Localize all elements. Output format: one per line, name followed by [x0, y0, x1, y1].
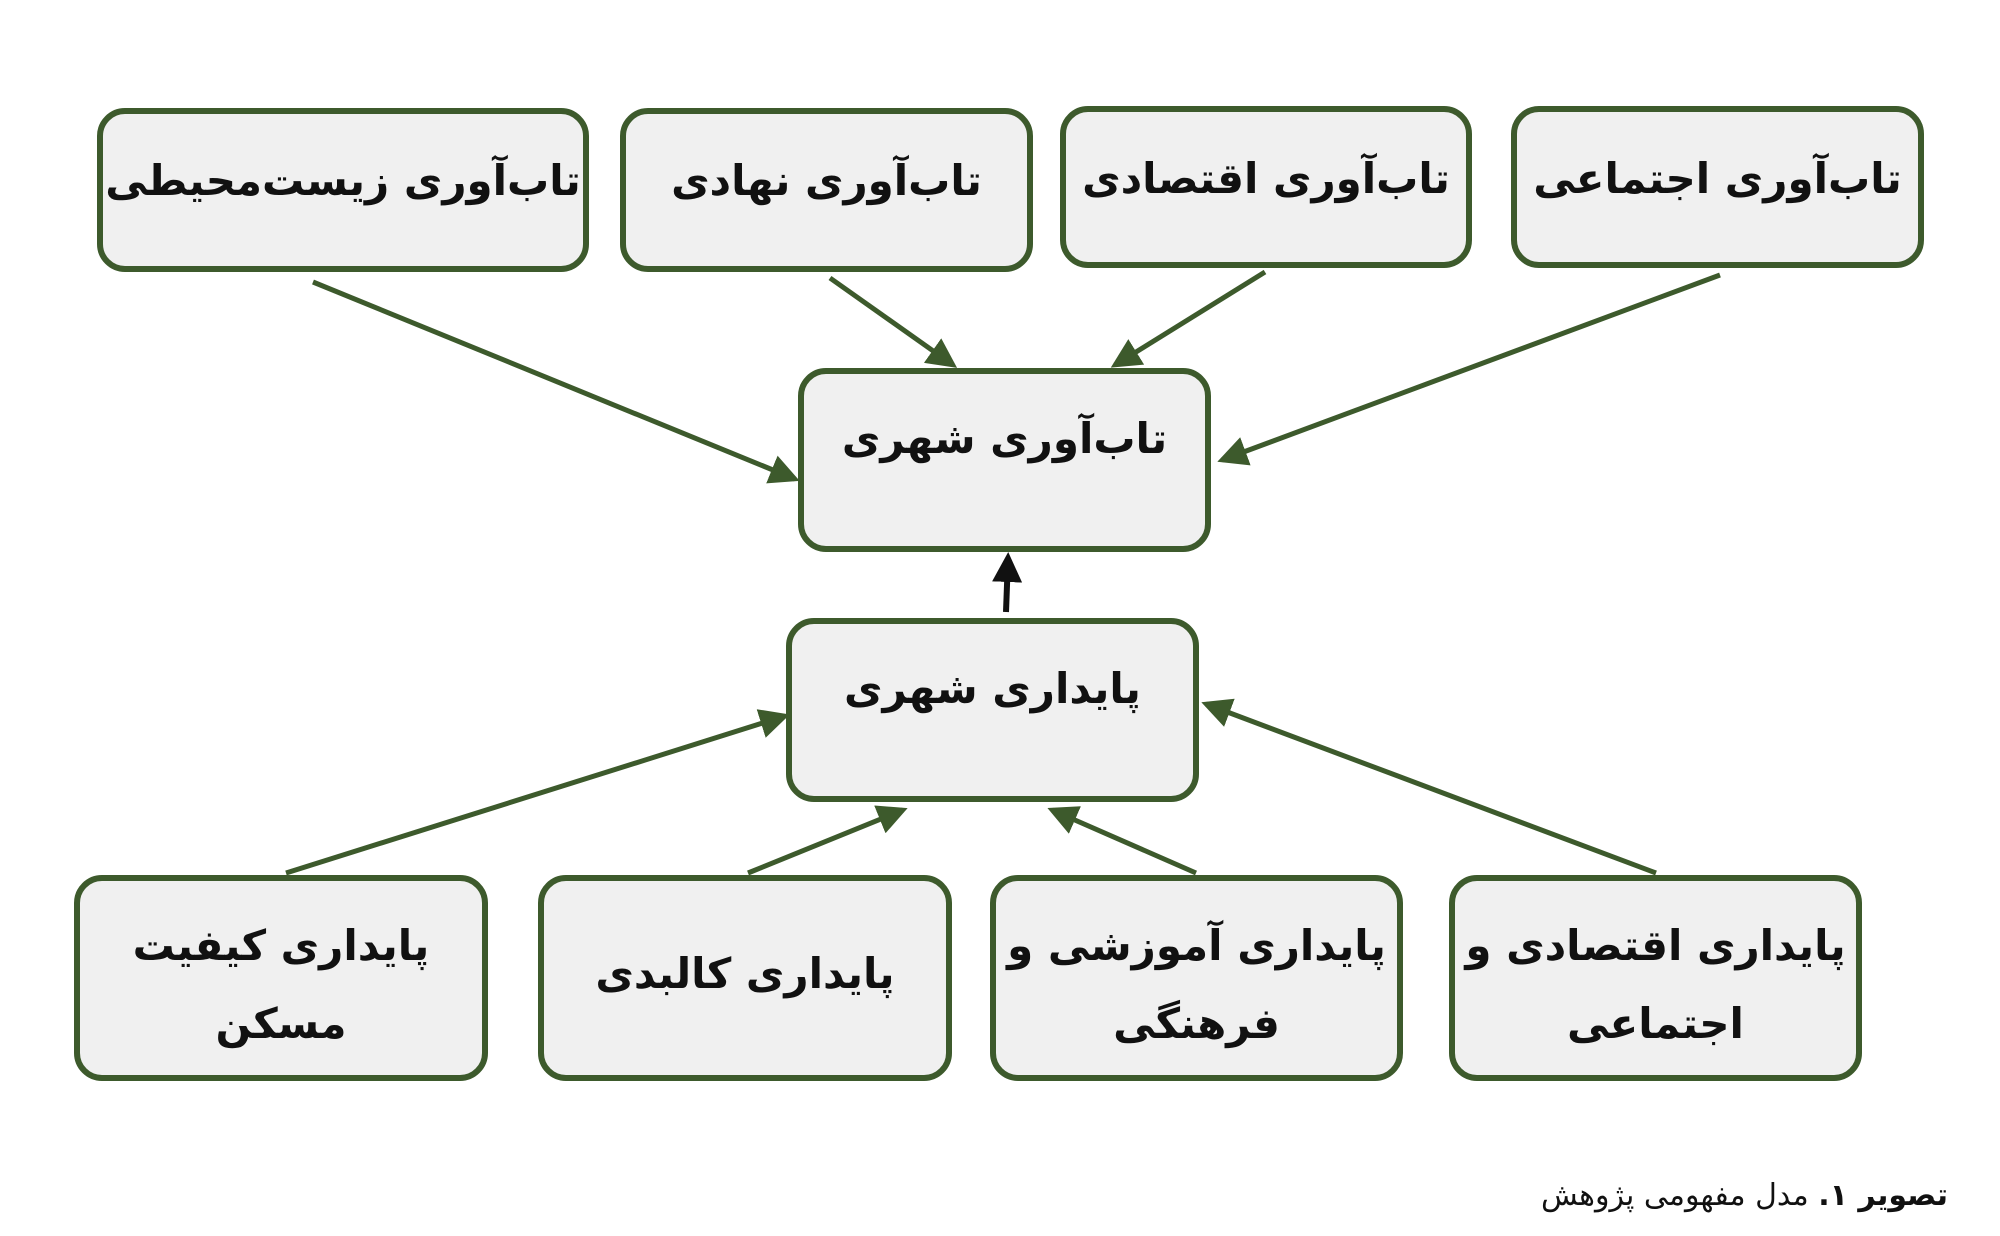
caption-figure-label: تصویر ۱.	[1818, 1178, 1948, 1213]
arrow-institutional-to-resilience	[828, 275, 958, 368]
urban-sustainability-label: پایداری شهری	[844, 664, 1141, 713]
social-resilience-label: تاب‌آوری اجتماعی	[1533, 154, 1902, 203]
caption-text: مدل مفهومی پژوهش	[1540, 1178, 1819, 1213]
environmental-resilience-box: تاب‌آوری زیست‌محیطی	[97, 108, 589, 272]
arrow-economic-to-resilience	[1110, 269, 1267, 368]
socioeconomic-sustainability-line2: اجتماعی	[1567, 999, 1744, 1048]
educational-cultural-sustainability-line1: پایداری آموزشی و	[1007, 921, 1386, 970]
housing-quality-sustainability-line1: پایداری کیفیت	[132, 921, 430, 970]
physical-sustainability-line1: پایداری کالبدی	[595, 949, 895, 998]
arrow-sustainability-to-resilience	[992, 552, 1023, 613]
physical-sustainability-box: پایداری کالبدی	[538, 875, 952, 1081]
arrow-env-to-resilience	[312, 279, 800, 484]
environmental-resilience-label: تاب‌آوری زیست‌محیطی	[105, 156, 581, 205]
housing-quality-sustainability-line2: مسکن	[215, 999, 347, 1048]
urban-resilience-label: تاب‌آوری شهری	[841, 414, 1168, 463]
arrow-physical-to-sustainability	[747, 805, 908, 876]
socioeconomic-sustainability-line1: پایداری اقتصادی و	[1465, 921, 1846, 970]
economic-resilience-label: تاب‌آوری اقتصادی	[1082, 154, 1450, 203]
urban-sustainability-box: پایداری شهری	[786, 618, 1199, 802]
institutional-resilience-box: تاب‌آوری نهادی	[620, 108, 1033, 272]
arrow-socioeconomic-to-sustainability	[1201, 698, 1657, 876]
socioeconomic-sustainability-box: پایداری اقتصادی و اجتماعی	[1449, 875, 1862, 1081]
arrow-educational-to-sustainability	[1047, 806, 1198, 876]
figure-caption: تصویر ۱. مدل مفهومی پژوهش	[1541, 1178, 1948, 1213]
arrow-housing-to-sustainability	[285, 709, 790, 876]
institutional-resilience-label: تاب‌آوری نهادی	[671, 156, 982, 205]
educational-cultural-sustainability-box: پایداری آموزشی و فرهنگی	[990, 875, 1403, 1081]
economic-resilience-box: تاب‌آوری اقتصادی	[1060, 106, 1472, 268]
social-resilience-box: تاب‌آوری اجتماعی	[1511, 106, 1924, 268]
urban-resilience-box: تاب‌آوری شهری	[798, 368, 1211, 552]
educational-cultural-sustainability-line2: فرهنگی	[1113, 999, 1280, 1048]
arrow-social-to-resilience	[1217, 272, 1721, 466]
housing-quality-sustainability-box: پایداری کیفیت مسکن	[74, 875, 488, 1081]
